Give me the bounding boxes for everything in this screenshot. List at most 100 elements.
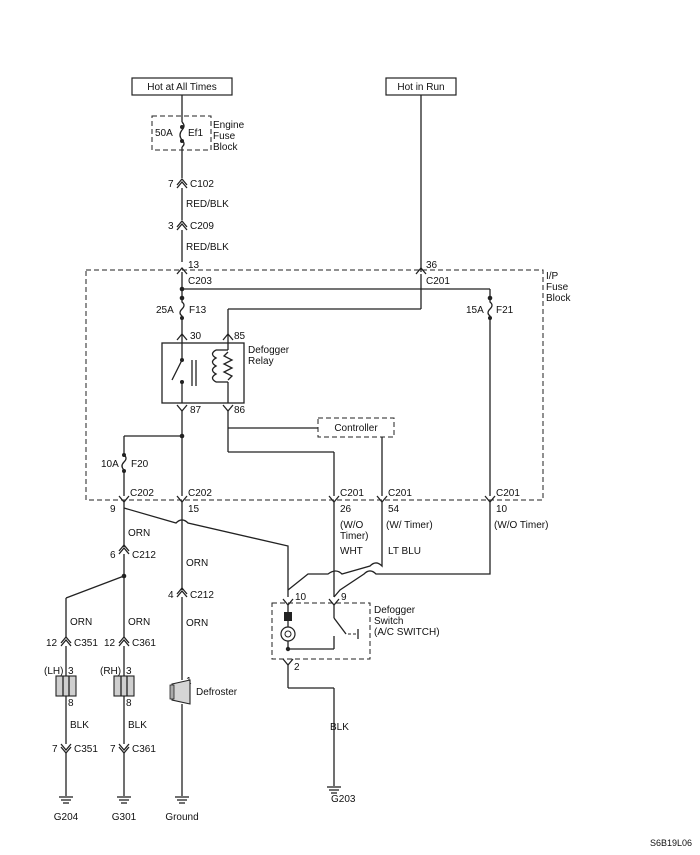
ground-g301: G301: [112, 796, 137, 823]
ip-fuse-block-label: I/P Fuse Block: [546, 271, 571, 304]
svg-text:C201: C201: [496, 488, 520, 499]
ground-defroster: Ground: [165, 796, 199, 823]
svg-text:C202: C202: [130, 488, 154, 499]
defogger-switch: 10 9 Defogger Switch (A/C SWITCH) 2: [271, 592, 440, 673]
wire-color-red-blk-1: RED/BLK: [186, 199, 229, 210]
svg-text:7: 7: [52, 744, 58, 755]
switch-feed-wires: [287, 502, 491, 598]
svg-text:12: 12: [46, 638, 58, 649]
svg-text:(A/C SWITCH): (A/C SWITCH): [374, 627, 440, 638]
relay-86-wire: [227, 411, 335, 496]
svg-text:8: 8: [126, 698, 132, 709]
svg-text:50A: 50A: [155, 128, 173, 139]
svg-text:15A: 15A: [466, 305, 484, 316]
svg-text:6: 6: [110, 550, 116, 561]
svg-text:C203: C203: [188, 276, 212, 287]
svg-text:26: 26: [340, 504, 352, 515]
svg-text:Switch: Switch: [374, 616, 403, 627]
timer-notes: (W/O Timer) (W/ Timer) (W/O Timer) WHT L…: [340, 520, 548, 557]
svg-text:ORN: ORN: [186, 618, 208, 629]
svg-text:7: 7: [168, 179, 174, 190]
wire-to-switch-pin10: [123, 507, 289, 597]
svg-text:C361: C361: [132, 638, 156, 649]
hot-at-all-times-box: Hot at All Times: [131, 77, 233, 96]
svg-text:54: 54: [388, 504, 400, 515]
svg-text:36: 36: [426, 260, 438, 271]
svg-text:Hot in Run: Hot in Run: [397, 82, 444, 93]
engine-fuse-block: 50A Ef1 Engine Fuse Block: [151, 115, 245, 153]
svg-text:3: 3: [168, 221, 174, 232]
hot-in-run-wire: 36 C201: [228, 95, 450, 310]
svg-text:Engine: Engine: [213, 120, 245, 131]
svg-text:F21: F21: [496, 305, 514, 316]
svg-text:G204: G204: [54, 812, 79, 823]
svg-text:C201: C201: [388, 488, 412, 499]
svg-text:(W/O Timer): (W/O Timer): [494, 520, 548, 531]
connector-c351-bottom: 7 C351: [52, 743, 98, 796]
ground-g203: G203: [327, 786, 356, 805]
svg-text:C351: C351: [74, 638, 98, 649]
svg-text:(RH): (RH): [100, 666, 121, 677]
orn-wire-defroster: ORN 4 C212 ORN: [168, 502, 214, 680]
svg-text:F13: F13: [189, 305, 207, 316]
svg-text:12: 12: [104, 638, 116, 649]
wire-color-wht: WHT: [340, 546, 363, 557]
svg-text:87: 87: [190, 405, 202, 416]
svg-text:G301: G301: [112, 812, 137, 823]
connector-c361-top: 12 C361: [104, 635, 156, 676]
wire-color-blk-2: BLK: [128, 720, 147, 731]
svg-text:30: 30: [190, 331, 202, 342]
svg-text:(W/O: (W/O: [340, 520, 364, 531]
svg-text:86: 86: [234, 405, 246, 416]
svg-text:Block: Block: [213, 142, 238, 153]
svg-text:Defroster: Defroster: [196, 687, 238, 698]
lh-branch-wire: ORN ORN: [65, 575, 150, 637]
svg-text:Fuse: Fuse: [546, 282, 569, 293]
svg-text:Relay: Relay: [248, 356, 274, 367]
svg-text:C201: C201: [426, 276, 450, 287]
svg-text:C102: C102: [190, 179, 214, 190]
svg-text:10A: 10A: [101, 459, 119, 470]
svg-text:4: 4: [168, 590, 174, 601]
svg-text:Defogger: Defogger: [248, 345, 290, 356]
svg-text:C209: C209: [190, 221, 214, 232]
svg-text:(LH): (LH): [44, 666, 63, 677]
fuse-bus-wire: [179, 286, 491, 298]
rh-heater-element: (RH) 3 8: [100, 666, 135, 744]
svg-text:ORN: ORN: [186, 558, 208, 569]
svg-text:15: 15: [188, 504, 200, 515]
svg-text:Ground: Ground: [165, 812, 198, 823]
svg-text:3: 3: [68, 666, 74, 677]
svg-text:Timer): Timer): [340, 531, 369, 542]
svg-text:C201: C201: [340, 488, 364, 499]
wire-color-blk-1: BLK: [70, 720, 89, 731]
svg-text:Ef1: Ef1: [188, 128, 203, 139]
svg-text:ORN: ORN: [70, 617, 92, 628]
svg-text:Block: Block: [546, 293, 571, 304]
svg-text:C202: C202: [188, 488, 212, 499]
ground-g204: G204: [54, 796, 79, 823]
svg-text:Defogger: Defogger: [374, 605, 416, 616]
hot-in-run-box: Hot in Run: [385, 77, 457, 96]
connector-c351-top: 12 C351: [46, 635, 98, 676]
svg-text:Hot at All Times: Hot at All Times: [147, 82, 216, 93]
svg-text:9: 9: [110, 504, 116, 515]
fuse-f13: 25A F13: [156, 295, 207, 343]
svg-text:7: 7: [110, 744, 116, 755]
svg-text:10: 10: [496, 504, 508, 515]
wire-color-blk-3: BLK: [330, 722, 349, 733]
ip-fuse-block-outline: [85, 269, 544, 501]
svg-text:9: 9: [341, 592, 347, 603]
svg-text:C351: C351: [74, 744, 98, 755]
svg-text:8: 8: [68, 698, 74, 709]
defogger-relay: 30 85 87 86 Defogger Relay: [161, 331, 290, 416]
svg-text:C212: C212: [190, 590, 214, 601]
svg-text:85: 85: [234, 331, 246, 342]
connector-c361-bottom: 7 C361: [110, 743, 156, 796]
defroster-motor: 1 Defroster: [169, 676, 238, 796]
svg-text:ORN: ORN: [128, 617, 150, 628]
connector-c203: 13 C203: [176, 260, 212, 287]
wire-color-red-blk-2: RED/BLK: [186, 242, 229, 253]
